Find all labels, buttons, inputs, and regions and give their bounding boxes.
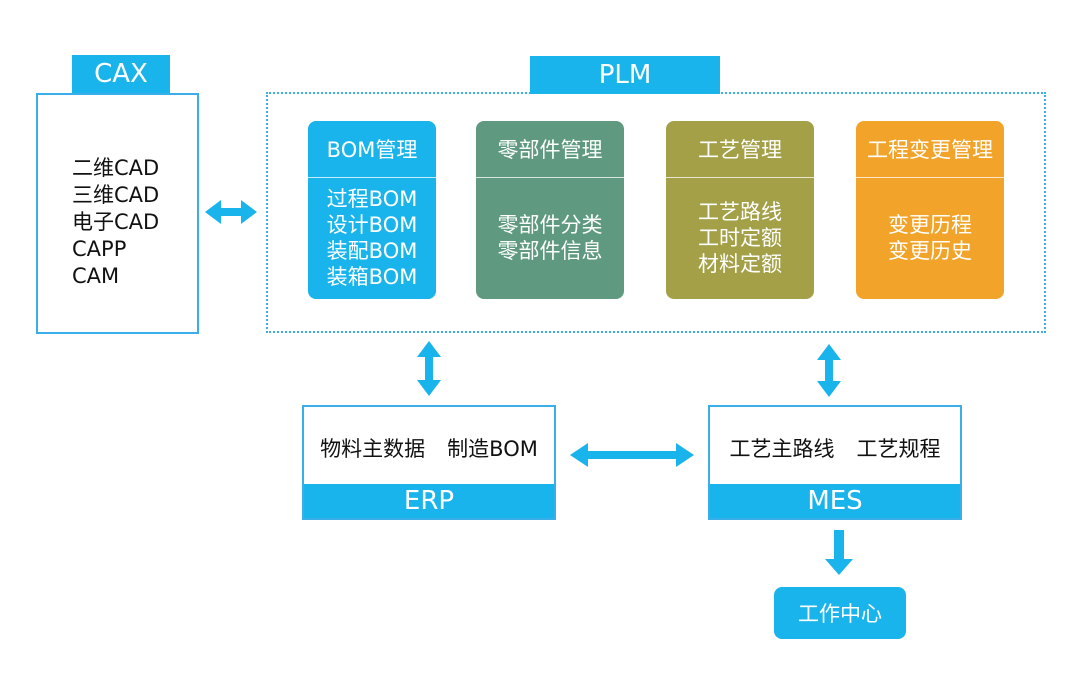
card-items: 过程BOM 设计BOM 装配BOM 装箱BOM	[308, 177, 436, 299]
card-title: 工艺管理	[666, 121, 814, 178]
card-item: 工艺路线	[698, 200, 782, 224]
card-title: BOM管理	[308, 121, 436, 178]
card-item: 工时定额	[698, 226, 782, 250]
plm-title: PLM	[530, 56, 720, 94]
erp-item: 物料主数据	[320, 437, 426, 461]
work-center-box: 工作中心	[774, 587, 906, 639]
cax-item: 电子CAD	[72, 210, 160, 234]
cax-item-list: 二维CAD 三维CAD 电子CAD CAPP CAM	[72, 155, 159, 290]
card-item: 设计BOM	[326, 213, 418, 237]
engineering-change-card: 工程变更管理 变更历程 变更历史	[856, 121, 1004, 299]
erp-item: 制造BOM	[447, 437, 538, 461]
bom-management-card: BOM管理 过程BOM 设计BOM 装配BOM 装箱BOM	[308, 121, 436, 299]
mes-items: 工艺主路线 工艺规程	[710, 407, 960, 489]
cax-item: CAPP	[72, 237, 127, 261]
card-item: 装箱BOM	[326, 265, 418, 289]
card-title: 零部件管理	[476, 121, 624, 178]
card-item: 零部件信息	[497, 239, 603, 263]
card-items: 零部件分类 零部件信息	[476, 177, 624, 299]
card-items: 变更历程 变更历史	[856, 177, 1004, 299]
card-item: 零部件分类	[497, 213, 603, 237]
mes-item: 工艺主路线	[729, 437, 835, 461]
card-item: 材料定额	[698, 252, 782, 276]
card-item: 变更历程	[888, 213, 972, 237]
cax-item: 三维CAD	[72, 183, 160, 207]
mes-box: 工艺主路线 工艺规程 MES	[708, 405, 962, 520]
card-item: 变更历史	[888, 239, 972, 263]
erp-box: 物料主数据 制造BOM ERP	[302, 405, 556, 520]
card-item: 装配BOM	[326, 239, 418, 263]
process-management-card: 工艺管理 工艺路线 工时定额 材料定额	[666, 121, 814, 299]
cax-item: 二维CAD	[72, 156, 160, 180]
cax-box: 二维CAD 三维CAD 电子CAD CAPP CAM	[36, 93, 199, 334]
erp-items: 物料主数据 制造BOM	[304, 407, 554, 489]
erp-title: ERP	[304, 484, 554, 518]
mes-title: MES	[710, 484, 960, 518]
cax-title: CAX	[72, 55, 170, 93]
card-items: 工艺路线 工时定额 材料定额	[666, 177, 814, 299]
cax-item: CAM	[72, 264, 120, 288]
card-item: 过程BOM	[326, 187, 418, 211]
card-title: 工程变更管理	[856, 121, 1004, 178]
mes-item: 工艺规程	[856, 437, 941, 461]
part-management-card: 零部件管理 零部件分类 零部件信息	[476, 121, 624, 299]
